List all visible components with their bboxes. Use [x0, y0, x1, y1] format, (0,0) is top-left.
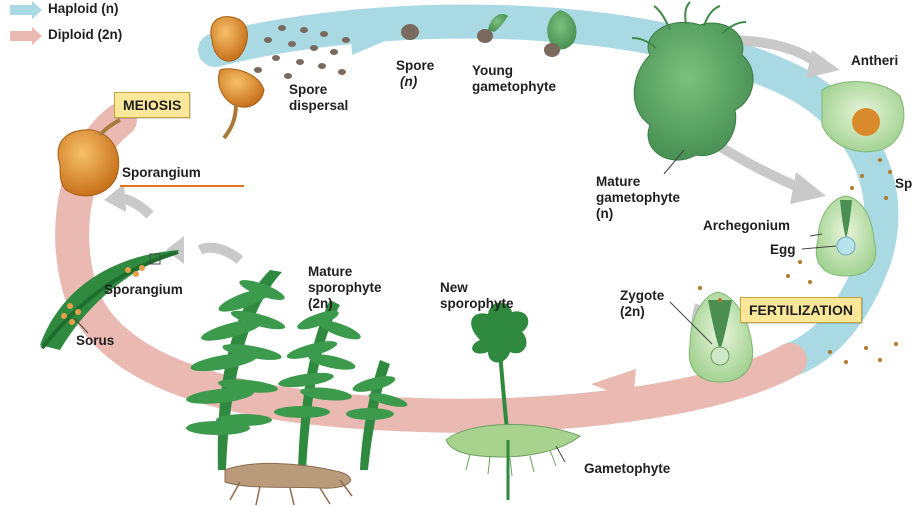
- legend-haploid: Haploid (n): [48, 1, 119, 16]
- spore-dispersal-label-line1: Spore: [289, 82, 328, 97]
- legend-haploid-text: Haploid (n): [48, 1, 119, 16]
- mature-sporophyte-label: Mature sporophyte (2n): [308, 264, 382, 312]
- young-gametophyte-label-line2: gametophyte: [472, 79, 557, 94]
- new-sporophyte-illustration: [445, 302, 581, 500]
- process-arrow-heads: [104, 50, 840, 264]
- sperm-label: Sp: [895, 176, 913, 191]
- zygote-label: Zygote (2n): [620, 288, 664, 320]
- young-gametophyte-label: Young gametophyte: [472, 63, 556, 95]
- legend-diploid-arrow: [10, 27, 42, 45]
- sporangium-leaf-label: Sporangium: [104, 282, 183, 297]
- legend-diploid: Diploid (2n): [48, 27, 122, 42]
- archegonium-label: Archegonium: [703, 218, 791, 233]
- leader-lines: [73, 149, 837, 463]
- new-sporophyte-label-line2: sporophyte: [440, 296, 514, 311]
- mature-sporophyte-label-line3: (2n): [308, 296, 333, 311]
- meiosis-stage-box: MEIOSIS: [114, 92, 191, 118]
- fertilization-stage-box: FERTILIZATION: [740, 297, 862, 323]
- mature-gametophyte-illustration: [631, 1, 754, 161]
- young-gametophyte-illustration: [477, 10, 577, 57]
- gametophyte-label: Gametophyte: [584, 461, 671, 476]
- antheridium-label: Antheri: [851, 53, 899, 68]
- spore-label-line2: (n): [400, 74, 418, 89]
- sorus-label: Sorus: [76, 333, 115, 348]
- mature-gametophyte-label-line3: (n): [596, 206, 614, 221]
- spore-dispersal-label: Spore dispersal: [289, 82, 348, 114]
- mature-sporophyte-illustration: [186, 270, 408, 506]
- archegonium-illustration: [815, 195, 877, 277]
- spore-label: Spore (n): [396, 58, 434, 90]
- new-sporophyte-label-line1: New: [440, 280, 468, 295]
- mature-gametophyte-label-line1: Mature: [596, 174, 641, 189]
- new-sporophyte-label: New sporophyte: [440, 280, 514, 312]
- young-gametophyte-label-line1: Young: [472, 63, 513, 78]
- antheridium-illustration: [821, 81, 905, 153]
- spore-label-line1: Spore: [396, 58, 435, 73]
- diploid-cycle-band: [55, 103, 807, 433]
- sporangium-illustration: [57, 118, 121, 197]
- mature-gametophyte-label: Mature gametophyte (n): [596, 174, 680, 222]
- mature-sporophyte-label-line1: Mature: [308, 264, 353, 279]
- mature-sporophyte-label-line2: sporophyte: [308, 280, 382, 295]
- legend-haploid-arrow: [10, 1, 42, 19]
- sperm-cells: [698, 158, 898, 364]
- fern-leaf-underside-illustration: [40, 250, 180, 350]
- zygote-label-line1: Zygote: [620, 288, 665, 303]
- spore-dispersal-label-line2: dispersal: [289, 98, 349, 113]
- mature-gametophyte-label-line2: gametophyte: [596, 190, 681, 205]
- zygote-illustration: [688, 291, 754, 383]
- egg-label: Egg: [770, 242, 796, 257]
- sporangium-top-label: Sporangium: [122, 165, 201, 180]
- sporangium-dispersal-illustration: [210, 16, 350, 140]
- spore-illustration: [401, 24, 419, 40]
- zygote-label-line2: (2n): [620, 304, 645, 319]
- legend-diploid-text: Diploid (2n): [48, 27, 123, 42]
